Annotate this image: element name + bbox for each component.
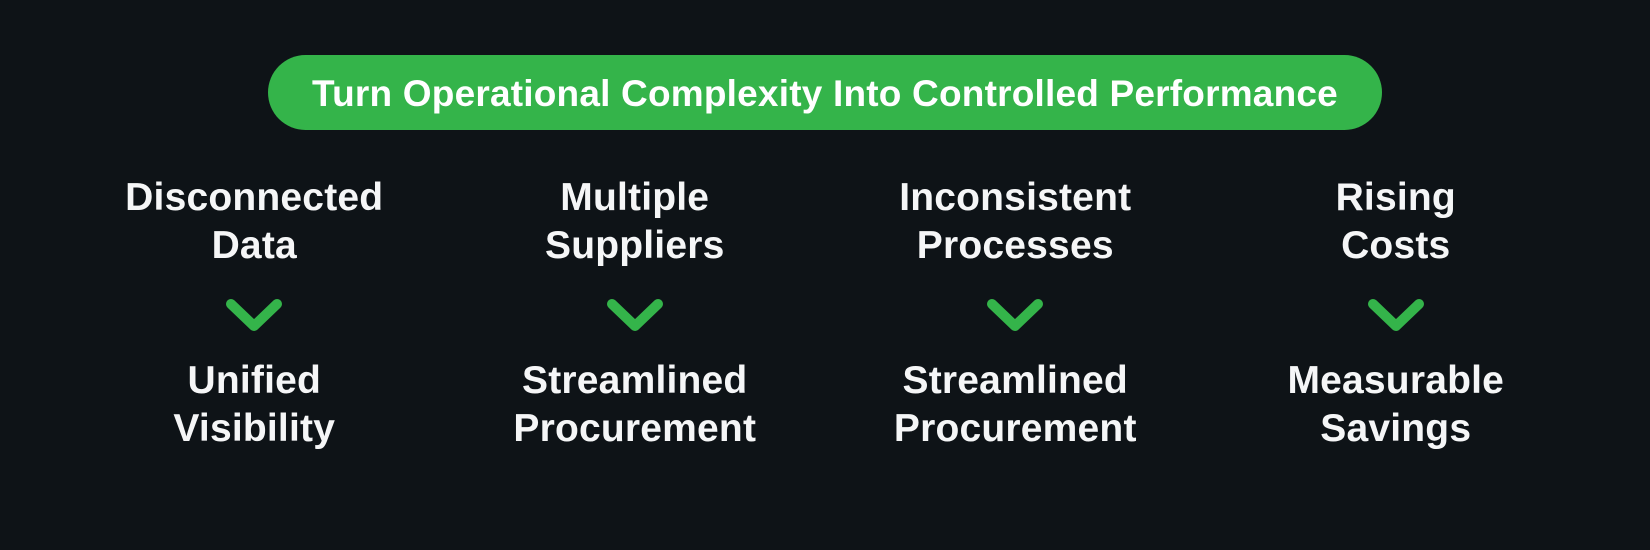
infographic-canvas: Turn Operational Complexity Into Control… (0, 55, 1650, 550)
column-disconnected-data: Disconnected Data Unified Visibility (64, 174, 445, 452)
problem-label: Multiple Suppliers (544, 176, 725, 267)
solution-label: Streamlined Procurement (513, 359, 757, 450)
chevron-down-icon (983, 295, 1047, 337)
problem-label: Inconsistent Processes (899, 176, 1132, 267)
title-banner: Turn Operational Complexity Into Control… (268, 55, 1382, 130)
chevron-down-icon (603, 295, 667, 337)
column-multiple-suppliers: Multiple Suppliers Streamlined Procureme… (445, 174, 826, 452)
transformation-columns: Disconnected Data Unified Visibility Mul… (0, 174, 1650, 452)
column-inconsistent-processes: Inconsistent Processes Streamlined Procu… (825, 174, 1206, 452)
solution-label: Measurable Savings (1287, 359, 1505, 450)
problem-label: Rising Costs (1335, 176, 1456, 267)
problem-label: Disconnected Data (125, 176, 384, 267)
chevron-down-icon (222, 295, 286, 337)
column-rising-costs: Rising Costs Measurable Savings (1206, 174, 1587, 452)
solution-label: Streamlined Procurement (893, 359, 1137, 450)
solution-label: Unified Visibility (173, 359, 336, 450)
chevron-down-icon (1364, 295, 1428, 337)
